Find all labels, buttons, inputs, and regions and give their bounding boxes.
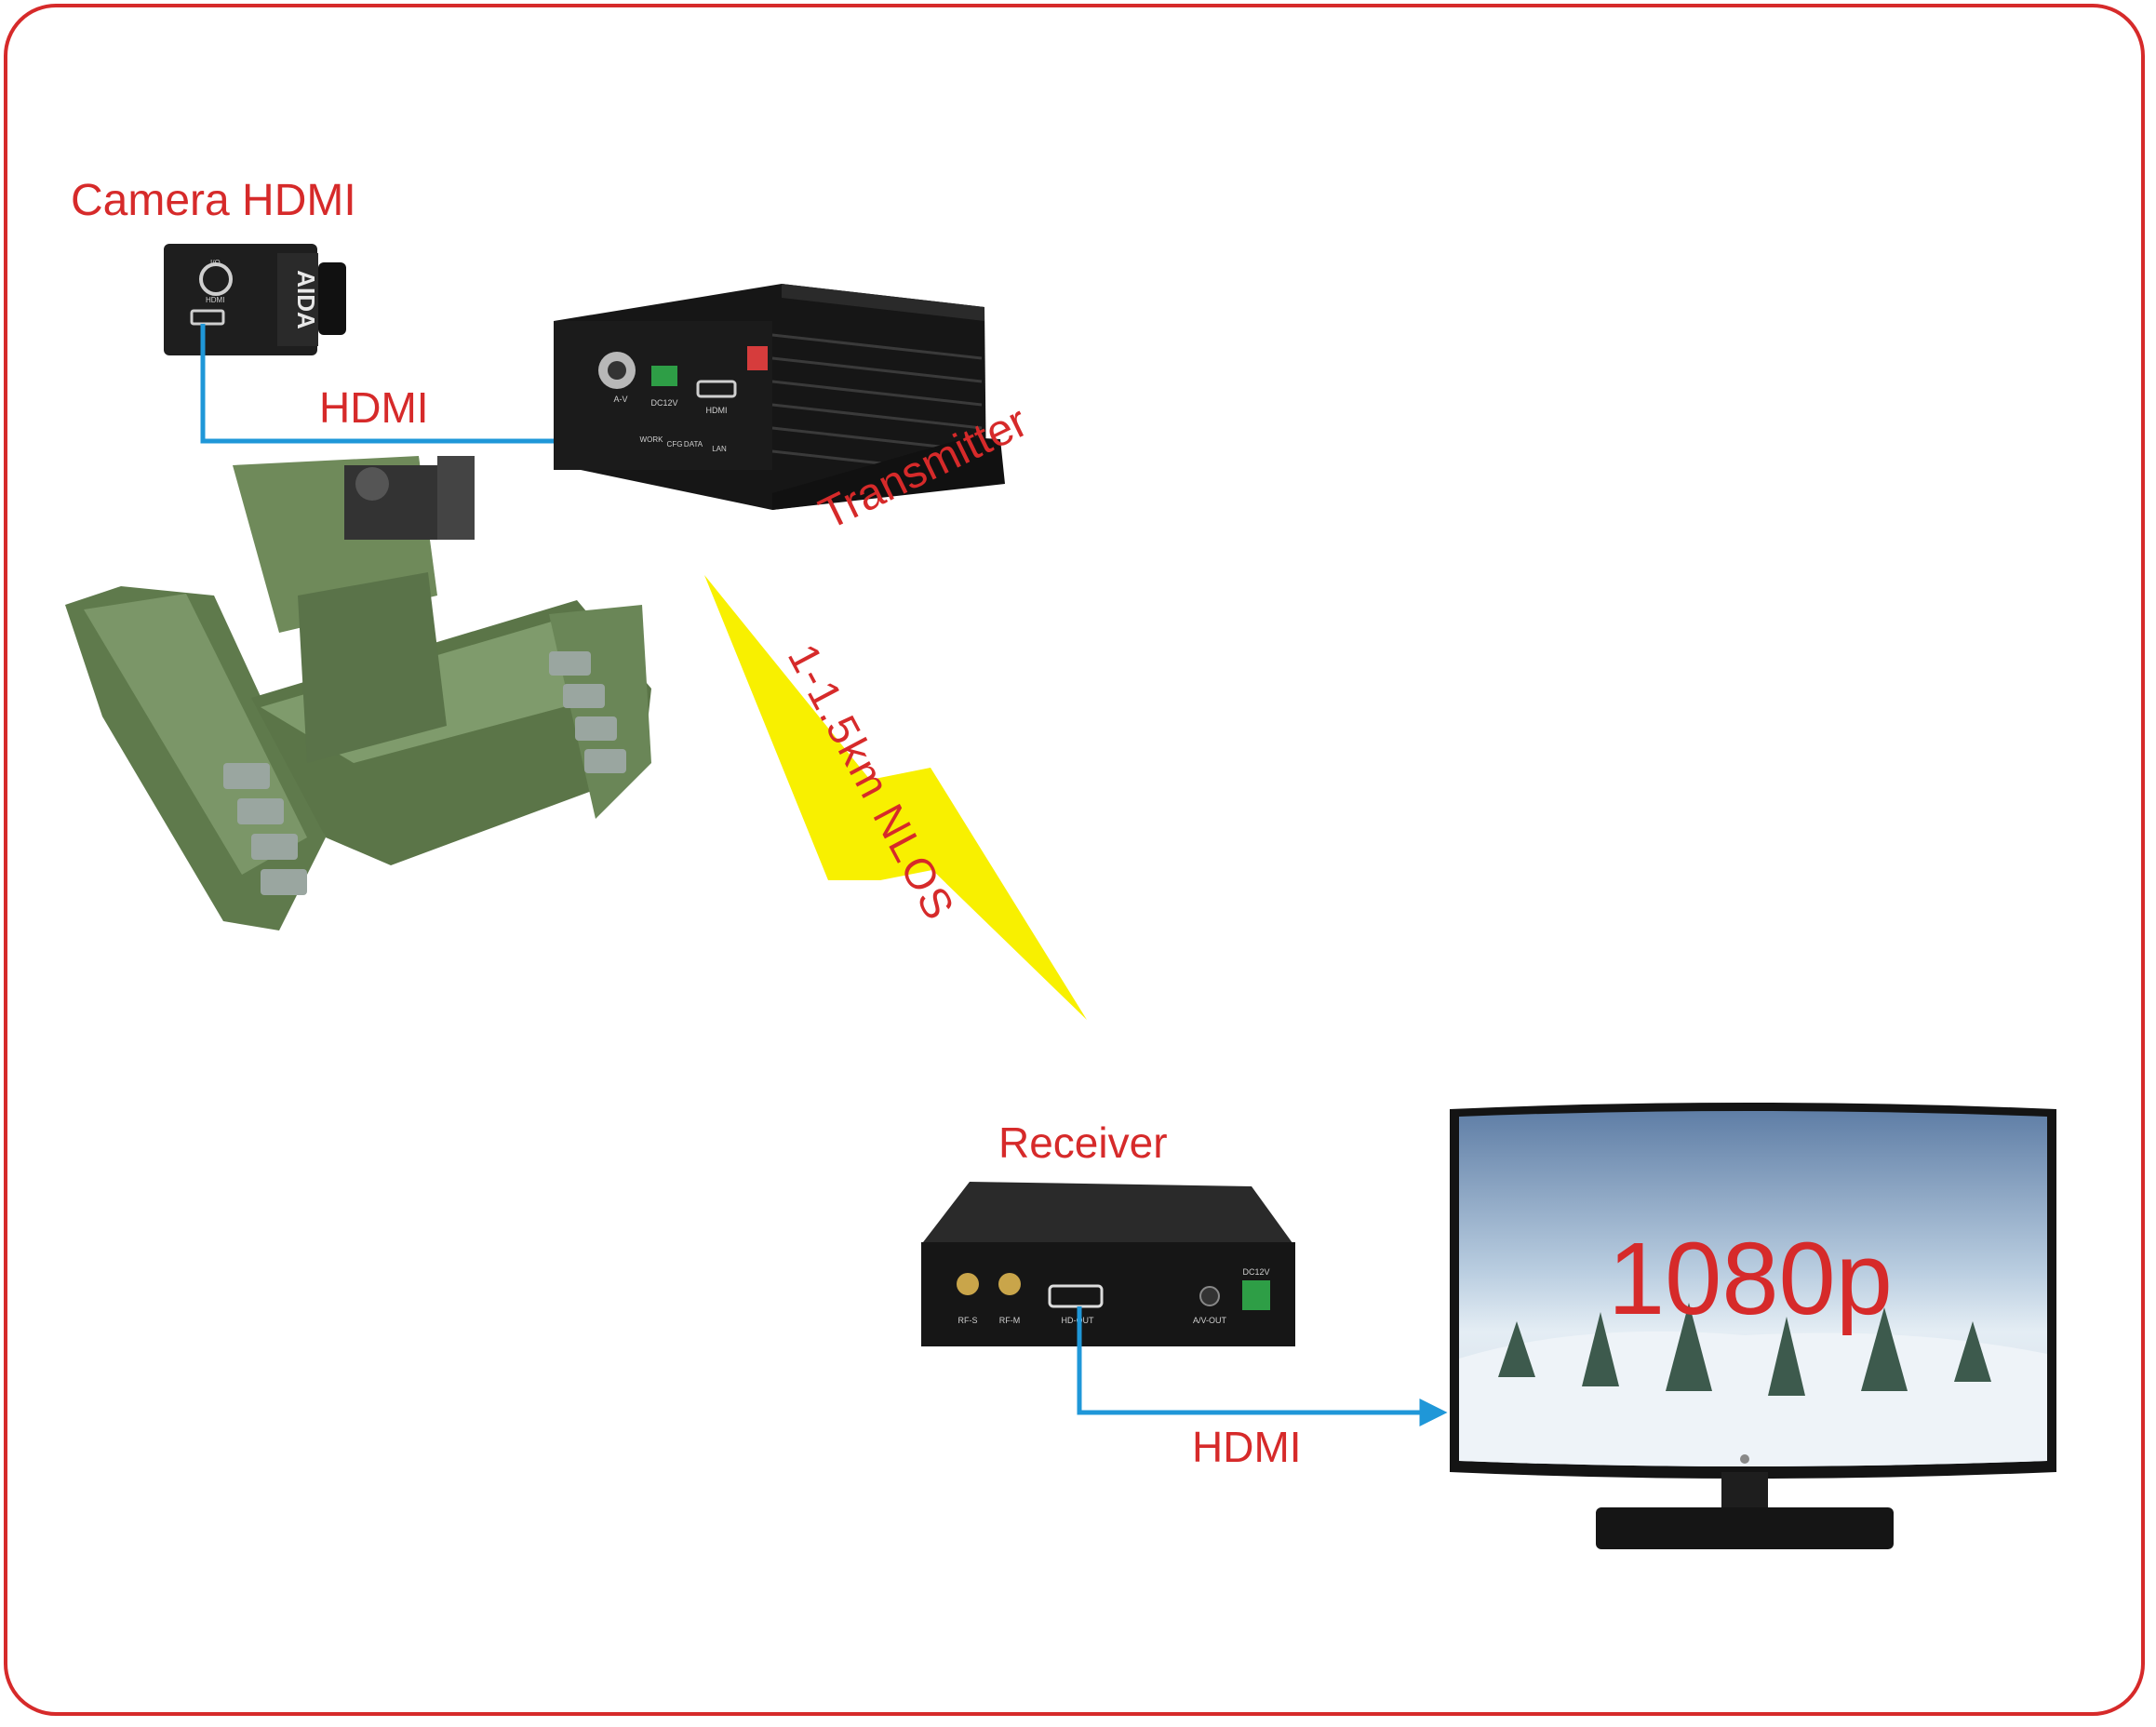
tx-port-work: WORK (640, 435, 664, 444)
camera-port-hdmi: HDMI (206, 296, 224, 304)
tracked-robot-icon (65, 456, 651, 930)
lightning-bolt-icon (704, 575, 1087, 1020)
resolution-label: 1080p (1608, 1222, 1893, 1336)
hdmi-label-bottom: HDMI (1192, 1423, 1302, 1471)
monitor-icon (1450, 1103, 2056, 1549)
receiver-label: Receiver (998, 1118, 1168, 1167)
receiver-box-icon: RF-S RF-M HD-OUT A/V-OUT DC12V (921, 1182, 1295, 1346)
camera-label: Camera HDMI (71, 176, 356, 225)
rx-port-dc12v: DC12V (1242, 1267, 1269, 1277)
tx-port-dc12v: DC12V (650, 398, 677, 408)
hdmi-arrow-top (200, 324, 649, 455)
transmitter-box-icon: A-V DC12V HDMI WORK CFG DATA LAN (554, 284, 1005, 510)
camera-icon: AIDA HDMI I/O (164, 244, 346, 355)
tx-port-cfg: CFG (667, 440, 683, 448)
camera-port-io: I/O (210, 259, 221, 267)
hdmi-arrow-bottom (1077, 1306, 1448, 1426)
tx-port-hdmi: HDMI (706, 406, 728, 415)
rx-port-rfs: RF-S (958, 1316, 978, 1325)
camera-brand: AIDA (292, 270, 320, 329)
diagram-frame (4, 4, 2145, 1716)
rx-port-avout: A/V-OUT (1193, 1316, 1227, 1325)
hdmi-label-top: HDMI (319, 383, 429, 432)
rx-port-rfm: RF-M (999, 1316, 1021, 1325)
tx-port-lan: LAN (712, 445, 727, 453)
tx-port-data: DATA (684, 440, 703, 448)
tx-port-av: A-V (613, 395, 627, 404)
